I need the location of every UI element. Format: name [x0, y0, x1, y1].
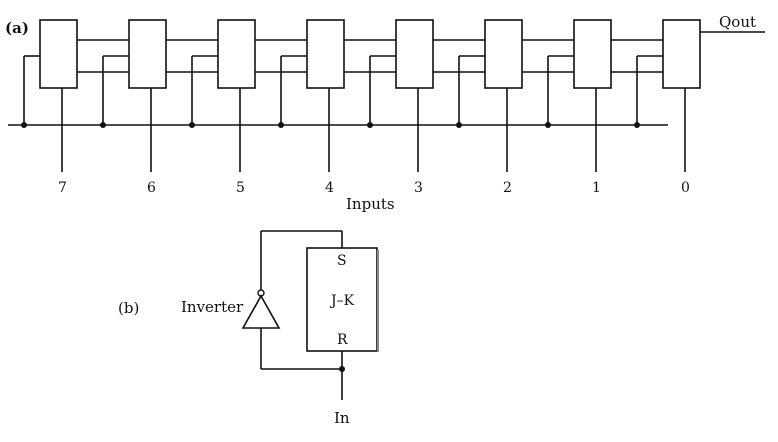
input-number-1: 1	[592, 180, 601, 196]
bus-junction-1	[545, 122, 551, 128]
input-number-7: 7	[58, 180, 67, 196]
input-number-2: 2	[503, 180, 512, 196]
input-number-4: 4	[325, 180, 334, 196]
bus-junction-0	[634, 122, 640, 128]
input-number-0: 0	[681, 180, 690, 196]
register-cell-5	[217, 19, 256, 89]
part-a-label: (a)	[5, 19, 29, 37]
bus-junction-4	[278, 122, 284, 128]
jk-flipflop-box	[306, 247, 378, 352]
register-cell-1	[573, 19, 612, 89]
bus-junction-5	[189, 122, 195, 128]
input-leads	[61, 88, 686, 172]
set-label: S	[337, 253, 347, 269]
inverter-triangle-icon	[241, 294, 281, 329]
input-number-6: 6	[147, 180, 156, 196]
input-numbers: 7 6 5 4 3 2 1 0	[58, 180, 690, 196]
qout-label: Qout	[719, 13, 756, 31]
in-label: In	[334, 409, 350, 427]
part-b-label: (b)	[118, 299, 139, 317]
register-cells	[39, 19, 701, 89]
register-cell-4	[306, 19, 345, 89]
register-cell-2	[484, 19, 523, 89]
junction-dot	[339, 366, 345, 372]
register-cell-3	[395, 19, 434, 89]
cell-input-stubs	[21, 55, 663, 128]
register-cell-7	[39, 19, 78, 89]
register-cell-6	[128, 19, 167, 89]
bus-junction-2	[456, 122, 462, 128]
flipflop-label: J–K	[329, 293, 355, 309]
inverter-label: Inverter	[181, 298, 244, 316]
bus-junction-6	[100, 122, 106, 128]
reset-label: R	[337, 332, 348, 348]
bus-junction-7	[21, 122, 27, 128]
inputs-caption: Inputs	[346, 195, 395, 213]
input-number-5: 5	[236, 180, 245, 196]
input-number-3: 3	[414, 180, 423, 196]
register-cell-0	[662, 19, 701, 89]
bus-junction-3	[367, 122, 373, 128]
